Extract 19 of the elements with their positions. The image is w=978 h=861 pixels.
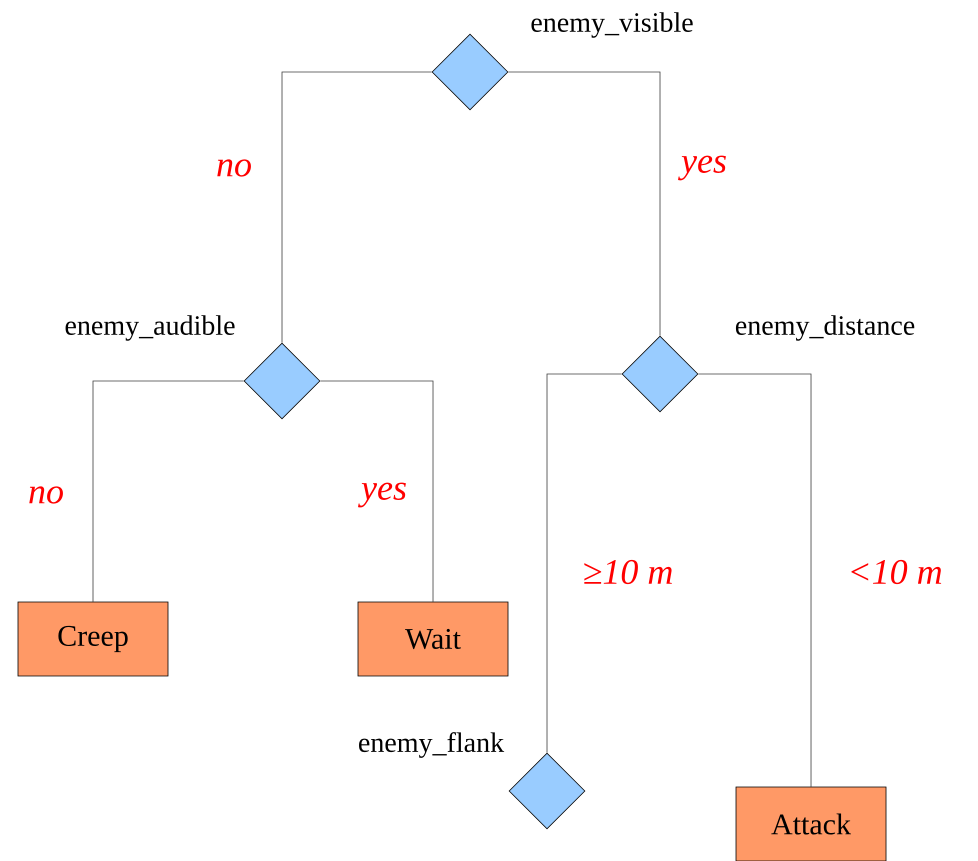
decision-label: enemy_visible [531,12,693,38]
connector-line [698,374,812,787]
connector-line [546,374,622,753]
edge-label: <10 m [845,558,945,586]
connector-line [320,380,434,602]
action-box: Wait [358,602,508,676]
edge-label: no [214,157,254,179]
decision-label: enemy_distance [736,315,914,341]
edge-label: yes [358,480,409,510]
edge-label: yes [678,154,729,182]
action-box: Creep [18,602,168,676]
action-box: Attack [736,786,886,861]
connector-line [282,72,432,343]
decision-label: enemy_flank [359,732,504,758]
connector-line [508,72,660,336]
connector-line [92,380,244,602]
edge-label: no [26,484,66,506]
decision-label: enemy_audible [66,315,235,341]
edge-label: ≥10 m [580,558,676,586]
